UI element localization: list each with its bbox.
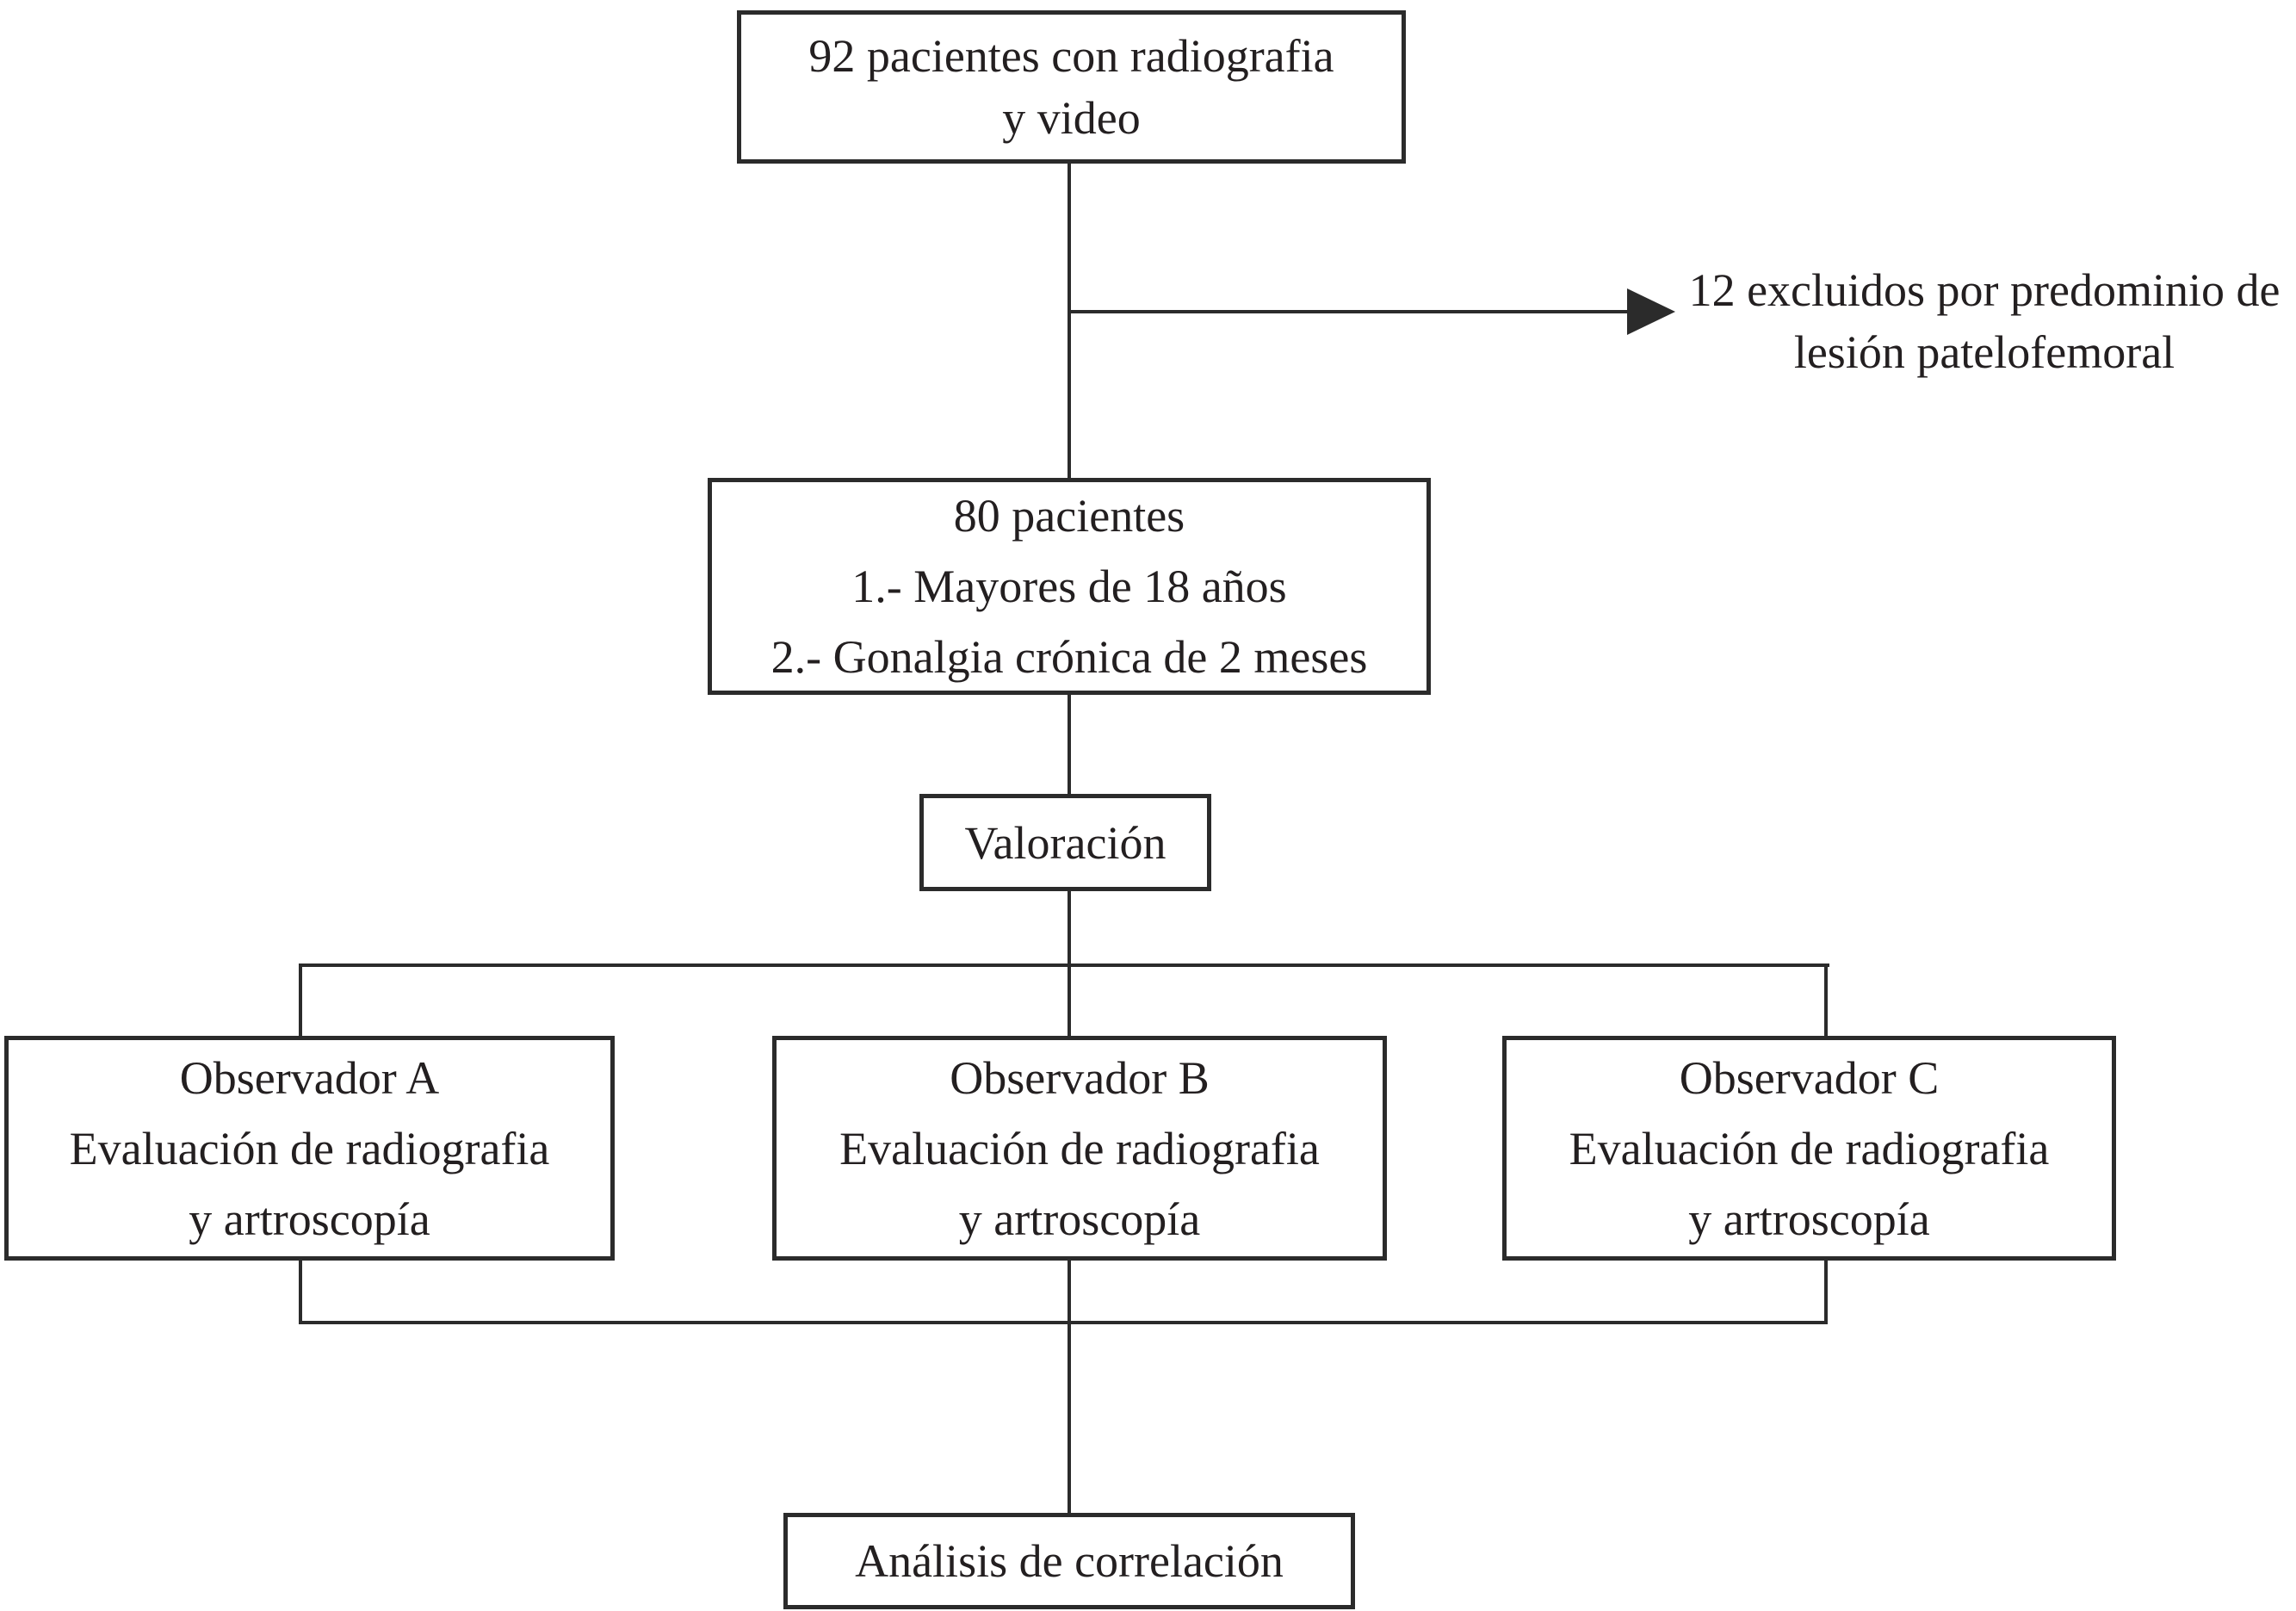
node-included-line-2: 1.- Mayores de 18 años [851,561,1287,612]
node-observer-b: Observador B Evaluación de radiografia y… [772,1036,1387,1261]
exclusion-label-line-2: de lesión patelofemoral [1793,264,2281,378]
connector-stub-observer-c-top [1824,964,1828,1038]
node-observer-c-line-2: Evaluación de radiografia [1569,1122,2050,1174]
node-analysis-label: Análisis de correlación [855,1535,1284,1587]
connector-initial-to-included [1068,164,1071,480]
connector-exclusion-arrow-line [1069,310,1631,313]
connector-observers-join-bar [299,1321,1828,1324]
node-observer-c: Observador C Evaluación de radiografia y… [1502,1036,2116,1261]
connector-stub-observer-a-top [299,964,302,1038]
exclusion-label: 12 excluidos por predominio de lesión pa… [1683,259,2286,383]
connector-stub-observer-c-bottom [1824,1261,1828,1324]
node-initial-line-2: y video [1002,92,1141,144]
node-observer-c-line-1: Observador C [1679,1051,1940,1104]
node-included-line-1: 80 pacientes [953,490,1185,542]
node-observer-a-line-1: Observador A [179,1051,440,1104]
node-observer-b-line-2: Evaluación de radiografia [839,1122,1320,1174]
connector-observers-to-analysis [1068,1261,1071,1515]
node-observer-c-line-3: y artroscopía [1688,1193,1930,1245]
node-observer-b-line-3: y artroscopía [958,1193,1201,1245]
node-included-line-3: 2.- Gonalgia crónica de 2 meses [770,631,1368,683]
exclusion-label-line-1: 12 excluidos por predominio [1688,264,2225,316]
node-included-patients: 80 pacientes 1.- Mayores de 18 años 2.- … [708,478,1431,695]
connector-included-to-valoracion [1068,695,1071,796]
node-observer-a-line-3: y artroscopía [189,1193,430,1245]
node-observer-a-line-2: Evaluación de radiografia [69,1122,550,1174]
arrowhead-right-icon [1627,288,1675,335]
connector-stub-observer-a-bottom [299,1261,302,1324]
node-assessment-label: Valoración [964,816,1167,869]
node-assessment: Valoración [919,794,1211,891]
node-observer-b-line-1: Observador B [950,1051,1210,1104]
node-correlation-analysis: Análisis de correlación [783,1513,1355,1609]
connector-observers-split-bar [299,964,1829,967]
node-observer-a: Observador A Evaluación de radiografia y… [4,1036,615,1261]
node-initial-patients: 92 pacientes con radiografia y video [737,10,1406,164]
node-initial-line-1: 92 pacientes con radiografia [808,30,1334,82]
